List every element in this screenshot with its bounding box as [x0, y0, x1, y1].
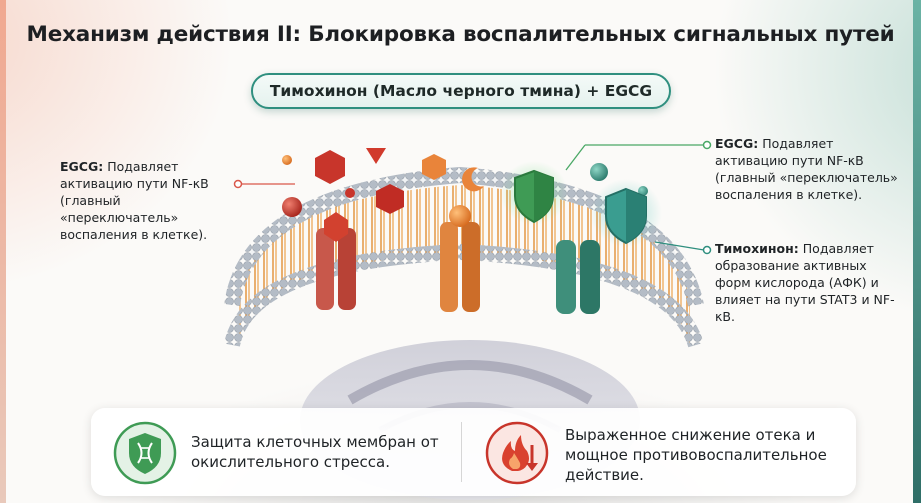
compound-pill: Тимохинон (Масло черного тмина) + EGCG [251, 73, 671, 109]
left-edge-accent [0, 0, 6, 503]
note-egcg-right: EGCG: Подавляет активацию пути NF-κB (гл… [715, 135, 905, 203]
note-left-text: Подавляет активацию пути NF-κB (главный … [60, 159, 209, 242]
teal-shield-icon [590, 179, 662, 247]
connector-left [233, 179, 295, 189]
small-red-sphere [345, 188, 355, 198]
benefits-divider [461, 422, 462, 482]
orange-crescent [462, 167, 484, 192]
benefit-membrane-protection: Защита клеточных мембран от окислительно… [191, 433, 439, 471]
green-shield-icon [500, 161, 568, 225]
title-rest: Блокировка воспалительных сигнальных пут… [308, 22, 895, 47]
note-thymoquinone: Тимохинон: Подавляет образование активны… [715, 240, 905, 325]
compound-pill-label: Тимохинон (Масло черного тмина) + EGCG [269, 82, 653, 100]
page-title: Механизм действия II: Блокировка воспали… [0, 22, 921, 47]
note-right-bottom-label: Тимохинон: [715, 241, 799, 256]
receptor-orange [440, 205, 480, 312]
connector-right-bottom [654, 241, 712, 255]
receptor-red [316, 212, 356, 310]
receptor-teal [556, 240, 600, 314]
benefits-panel: Защита клеточных мембран от окислительно… [91, 408, 856, 496]
note-right-top-text: Подавляет активацию пути NF-κB (главный … [715, 136, 898, 202]
teal-sphere [590, 163, 608, 181]
connector-right-top [565, 140, 712, 171]
orange-hexagon [422, 154, 446, 180]
flame-down-arrow-icon [485, 421, 549, 485]
red-hexagon-2 [376, 184, 404, 214]
note-egcg-left: EGCG: Подавляет активацию пути NF-κB (гл… [60, 158, 235, 243]
red-hexagon [315, 150, 345, 184]
benefit-anti-inflammatory: Выраженное снижение отека и мощное проти… [565, 426, 827, 484]
red-sphere [282, 197, 302, 217]
right-edge-accent [913, 0, 921, 503]
small-orange-sphere [282, 155, 292, 165]
note-left-label: EGCG: [60, 159, 104, 174]
title-bold: Механизм действия II: [26, 22, 302, 47]
shield-dna-icon [113, 421, 177, 485]
note-right-top-label: EGCG: [715, 136, 759, 151]
red-triangle [366, 148, 386, 164]
note-right-bottom-text: Подавляет образование активных форм кисл… [715, 241, 895, 324]
floating-molecules [282, 148, 648, 217]
